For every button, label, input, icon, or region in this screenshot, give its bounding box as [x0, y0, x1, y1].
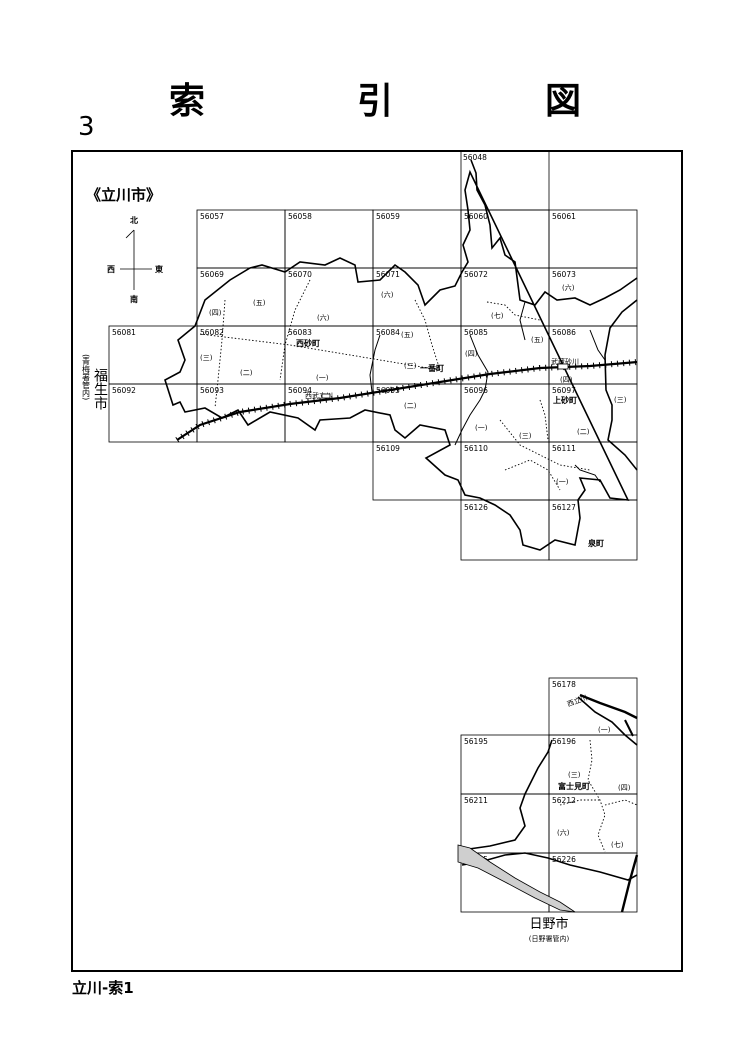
neighbor-fussa: 福生市 (青梅署管内): [82, 354, 109, 410]
district-dotted-lines: [199, 279, 591, 491]
map-frame: [71, 150, 683, 972]
svg-text:(六): (六): [557, 828, 570, 837]
svg-text:(四): (四): [209, 309, 222, 317]
compass-west: 西: [107, 265, 115, 274]
cell-id: 56110: [464, 444, 488, 453]
city-label: 《立川市》: [86, 186, 161, 204]
cell-id: 56126: [464, 503, 488, 512]
cell-id: 56178: [552, 680, 576, 689]
svg-text:(一): (一): [556, 478, 569, 486]
svg-text:(三): (三): [200, 354, 213, 362]
svg-text:(二): (二): [404, 402, 417, 410]
svg-text:(一): (一): [598, 726, 611, 734]
cell-id: 56060: [464, 212, 488, 221]
cell-id: 56083: [288, 328, 312, 337]
cell-id: 56127: [552, 503, 576, 512]
station-icon: [557, 363, 569, 370]
compass-east: 東: [155, 264, 163, 274]
svg-text:(一): (一): [316, 374, 329, 382]
cell-id: 56071: [376, 270, 400, 279]
cell-id: 56195: [464, 737, 488, 746]
cell-id: 56082: [200, 328, 224, 337]
river-bushu-sunagawa: 武蔵砂川: [551, 357, 579, 366]
town-kamisuna: 上砂町: [553, 395, 577, 405]
town-ichiban: 一番町: [420, 363, 444, 373]
cell-id: 56211: [464, 796, 488, 805]
cell-id: 56196: [552, 737, 576, 746]
cell-id: 56057: [200, 212, 224, 221]
svg-text:(六): (六): [317, 313, 330, 322]
cell-id: 56085: [464, 328, 488, 337]
cell-id: 56084: [376, 328, 400, 337]
district-markers: (四) (五) (六) (六) (七) (六) (三) (二) (一) (五) …: [200, 283, 631, 849]
svg-text:(三): (三): [519, 432, 532, 440]
footer-label: 立川-索1: [72, 979, 134, 997]
district-dotted-lines-lower: [559, 739, 638, 853]
neighbor-hino: 日野市 (日野署管内): [529, 916, 570, 943]
cell-id: 56061: [552, 212, 576, 221]
svg-text:(二): (二): [240, 369, 253, 377]
town-nishisuna: 西砂町: [296, 338, 320, 348]
svg-text:(一): (一): [475, 424, 488, 432]
svg-text:(五): (五): [253, 299, 266, 307]
cell-id: 56069: [200, 270, 224, 279]
cell-id: 56086: [552, 328, 576, 337]
cell-id: 56111: [552, 444, 576, 453]
river: [457, 844, 576, 913]
cell-id: 56096: [464, 386, 488, 395]
cell-id: 56093: [200, 386, 224, 395]
svg-text:(四): (四): [618, 784, 631, 792]
railway-line: [175, 359, 638, 443]
cell-id: 56226: [552, 855, 576, 864]
grid-cells: [108, 150, 638, 913]
cell-id: 56070: [288, 270, 312, 279]
page-title: 索 引 図: [168, 81, 639, 122]
cell-id: 56081: [112, 328, 136, 337]
svg-text:(七): (七): [491, 311, 504, 320]
cell-id: 56073: [552, 270, 576, 279]
city-boundary-lower: [461, 696, 638, 881]
compass: 北 南 西 東: [107, 215, 163, 304]
cell-id: 56092: [112, 386, 136, 395]
svg-text:福生市: 福生市: [92, 368, 108, 410]
svg-text:(五): (五): [531, 336, 544, 344]
cell-id: 56059: [376, 212, 400, 221]
cell-id: 56094: [288, 386, 312, 395]
station-icon: [321, 393, 331, 399]
svg-text:(六): (六): [381, 290, 394, 299]
town-fujimi: 富士見町: [558, 781, 590, 791]
cell-id: 56048: [463, 153, 487, 162]
svg-text:(青梅署管内): (青梅署管内): [82, 354, 91, 400]
svg-text:(五): (五): [401, 331, 414, 339]
svg-text:(七): (七): [611, 840, 624, 849]
svg-text:(三): (三): [568, 771, 581, 779]
svg-text:(三): (三): [404, 362, 417, 370]
svg-text:(四): (四): [560, 376, 573, 384]
town-izumi: 泉町: [587, 538, 604, 548]
page-number: 3: [78, 112, 95, 142]
city-boundary: [164, 159, 638, 551]
cell-id: 56072: [464, 270, 488, 279]
svg-text:(二): (二): [577, 428, 590, 436]
district-lines: [369, 301, 606, 483]
cell-id: 56058: [288, 212, 312, 221]
river-nishibu-tachikawa: 西武立川: [305, 391, 333, 400]
svg-text:(四): (四): [465, 350, 478, 358]
cell-id: 56097: [552, 386, 576, 395]
svg-text:(日野署管内): (日野署管内): [529, 934, 570, 943]
compass-north: 北: [130, 215, 138, 225]
svg-text:(三): (三): [614, 396, 627, 404]
cell-id: 56109: [376, 444, 400, 453]
railway-line-lower: [579, 693, 639, 913]
svg-text:(六): (六): [562, 283, 575, 292]
compass-south: 南: [130, 294, 138, 304]
cell-id: 56212: [552, 796, 576, 805]
river-nishi-tachikawa: 西立川: [566, 693, 589, 709]
svg-text:日野市: 日野市: [529, 916, 568, 932]
